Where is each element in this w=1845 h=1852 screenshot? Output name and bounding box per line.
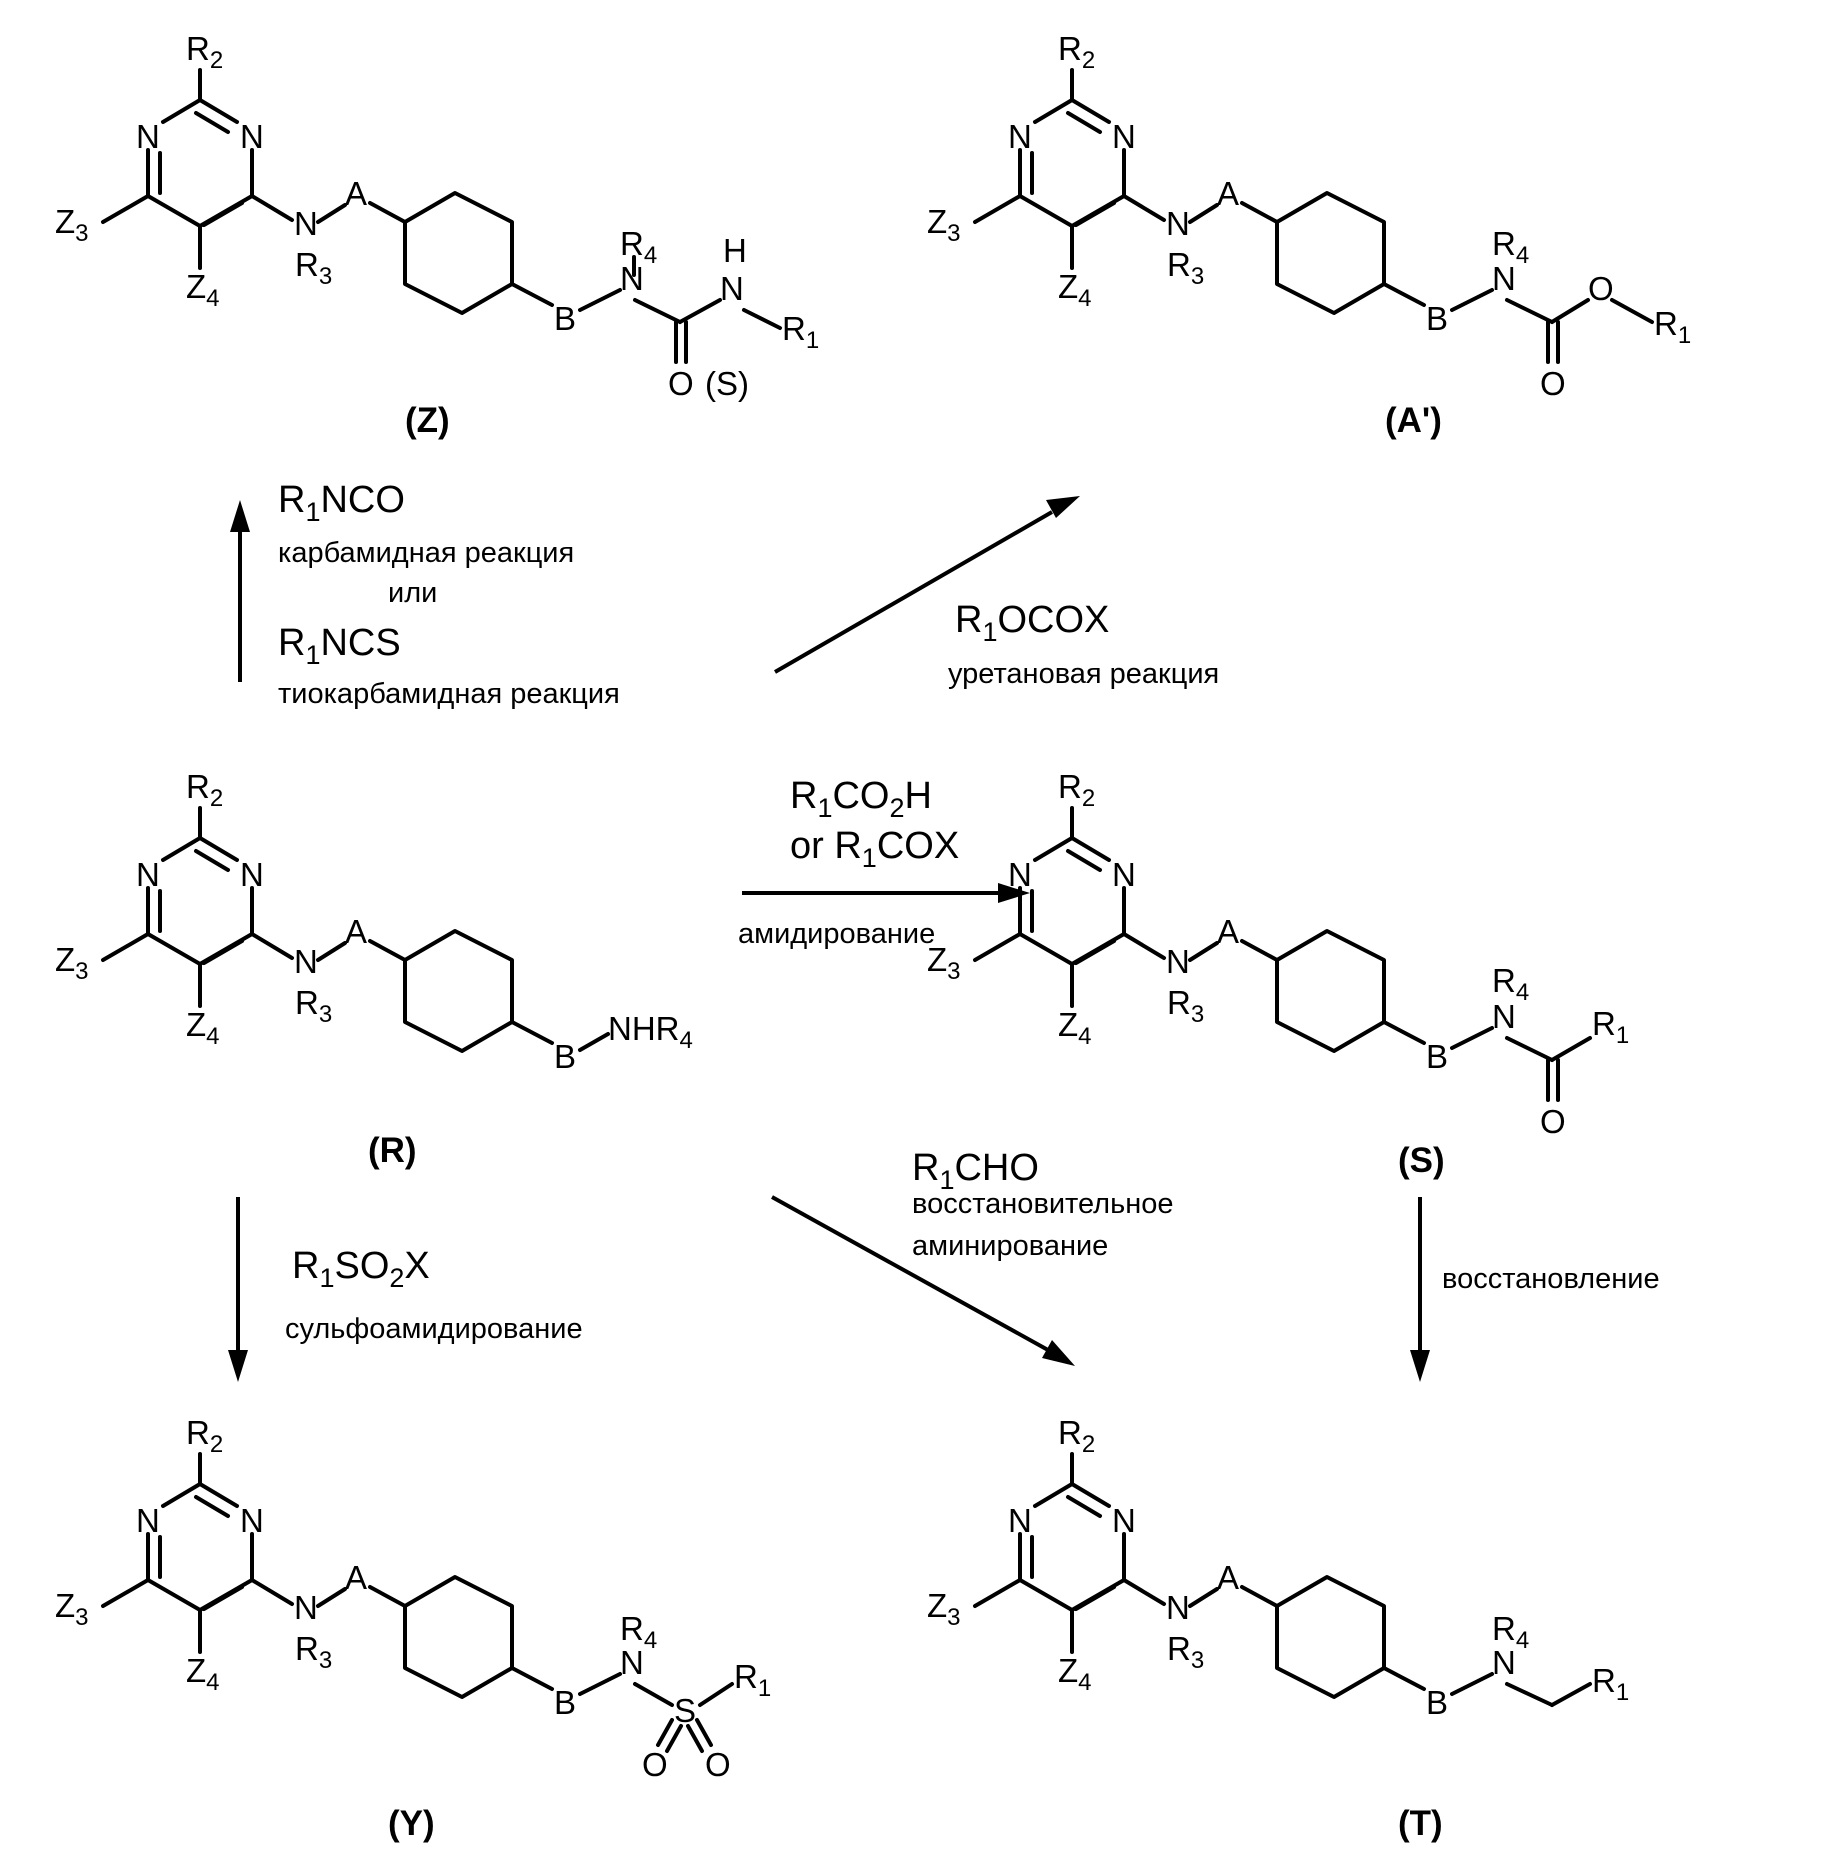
atom-r1: R1	[1592, 1005, 1629, 1049]
reaction-urethane-labels: R1OCOX уретановая реакция	[948, 599, 1219, 690]
reagent-r1co2h: R1CO2H	[790, 775, 932, 823]
reagent-r1nco: R1NCO	[278, 479, 405, 527]
atom-n: N	[1492, 1644, 1516, 1681]
atom-o: O	[705, 1746, 731, 1783]
compound-s: N R4 R1 O (S)	[927, 768, 1629, 1180]
atom-n: N	[1492, 998, 1516, 1035]
arrow-r-to-y	[228, 1197, 248, 1382]
atom-n: N	[620, 1644, 644, 1681]
reaction-urea-labels: R1NCO карбамидная реакция или R1NCS тиок…	[278, 479, 620, 710]
caption-urea-reaction: карбамидная реакция	[278, 537, 574, 569]
atom-o: O	[1588, 270, 1614, 307]
caption-reduction: восстановление	[1442, 1263, 1660, 1295]
caption-thiourea-reaction: тиокарбамидная реакция	[278, 678, 620, 710]
reagent-r1so2x: R1SO2X	[292, 1245, 430, 1293]
reagent-r1cox: or R1COX	[790, 825, 959, 873]
atom-o: O	[642, 1746, 668, 1783]
atom-o: O	[1540, 365, 1566, 402]
caption-amidation: амидирование	[738, 918, 935, 950]
caption-reductive: восстановительное	[912, 1188, 1173, 1220]
compound-z-sulfur-note: (S)	[705, 365, 749, 402]
atom-r1: R1	[1654, 305, 1691, 349]
atom-r1: R1	[734, 1658, 771, 1702]
atom-o: O	[668, 365, 694, 402]
arrow-r-to-s	[742, 883, 1030, 903]
compound-y: N R4 S R1 O O (Y)	[55, 1414, 771, 1843]
atom-r1: R1	[782, 310, 819, 354]
caption-amination: аминирование	[912, 1230, 1108, 1262]
compound-r-label: (R)	[368, 1131, 417, 1170]
atom-r1: R1	[1592, 1662, 1629, 1706]
compound-z: N R4 N H R1 O (S) (Z)	[55, 30, 819, 440]
compound-s-label: (S)	[1398, 1141, 1445, 1180]
caption-sulfonamidation: сульфоамидирование	[285, 1313, 583, 1345]
reagent-r1ocox: R1OCOX	[955, 599, 1109, 647]
compound-r: NHR4 (R)	[55, 768, 693, 1170]
compound-y-label: (Y)	[388, 1804, 435, 1843]
caption-or: или	[388, 577, 437, 609]
atom-n: N	[720, 270, 744, 307]
arrow-r-to-z	[230, 500, 250, 682]
reaction-sulfonamidation-labels: R1SO2X сульфоамидирование	[285, 1245, 583, 1345]
compound-t-label: (T)	[1398, 1804, 1443, 1843]
atom-n: N	[620, 260, 644, 297]
atom-h: H	[723, 232, 747, 269]
compound-a-prime-label: (A')	[1385, 401, 1442, 440]
reaction-amidation-labels: R1CO2H or R1COX амидирование	[738, 775, 959, 950]
compound-t: N R4 R1 (T)	[927, 1414, 1629, 1843]
compound-z-label: (Z)	[405, 401, 450, 440]
arrow-r-to-t	[772, 1197, 1075, 1366]
compound-r-amine: NHR4	[608, 1010, 693, 1054]
atom-o: O	[1540, 1103, 1566, 1140]
reagent-r1ncs: R1NCS	[278, 622, 401, 670]
arrow-r-to-a-prime	[775, 496, 1080, 672]
caption-urethane-reaction: уретановая реакция	[948, 658, 1219, 690]
reaction-reduction-labels: восстановление	[1442, 1263, 1660, 1295]
compound-a-prime: N R4 O R1 O (A')	[927, 30, 1691, 440]
reaction-reductive-amination-labels: R1CHO восстановительное аминирование	[912, 1147, 1173, 1262]
atom-s: S	[674, 1692, 696, 1729]
atom-n: N	[1492, 260, 1516, 297]
arrow-s-to-t	[1410, 1197, 1430, 1382]
